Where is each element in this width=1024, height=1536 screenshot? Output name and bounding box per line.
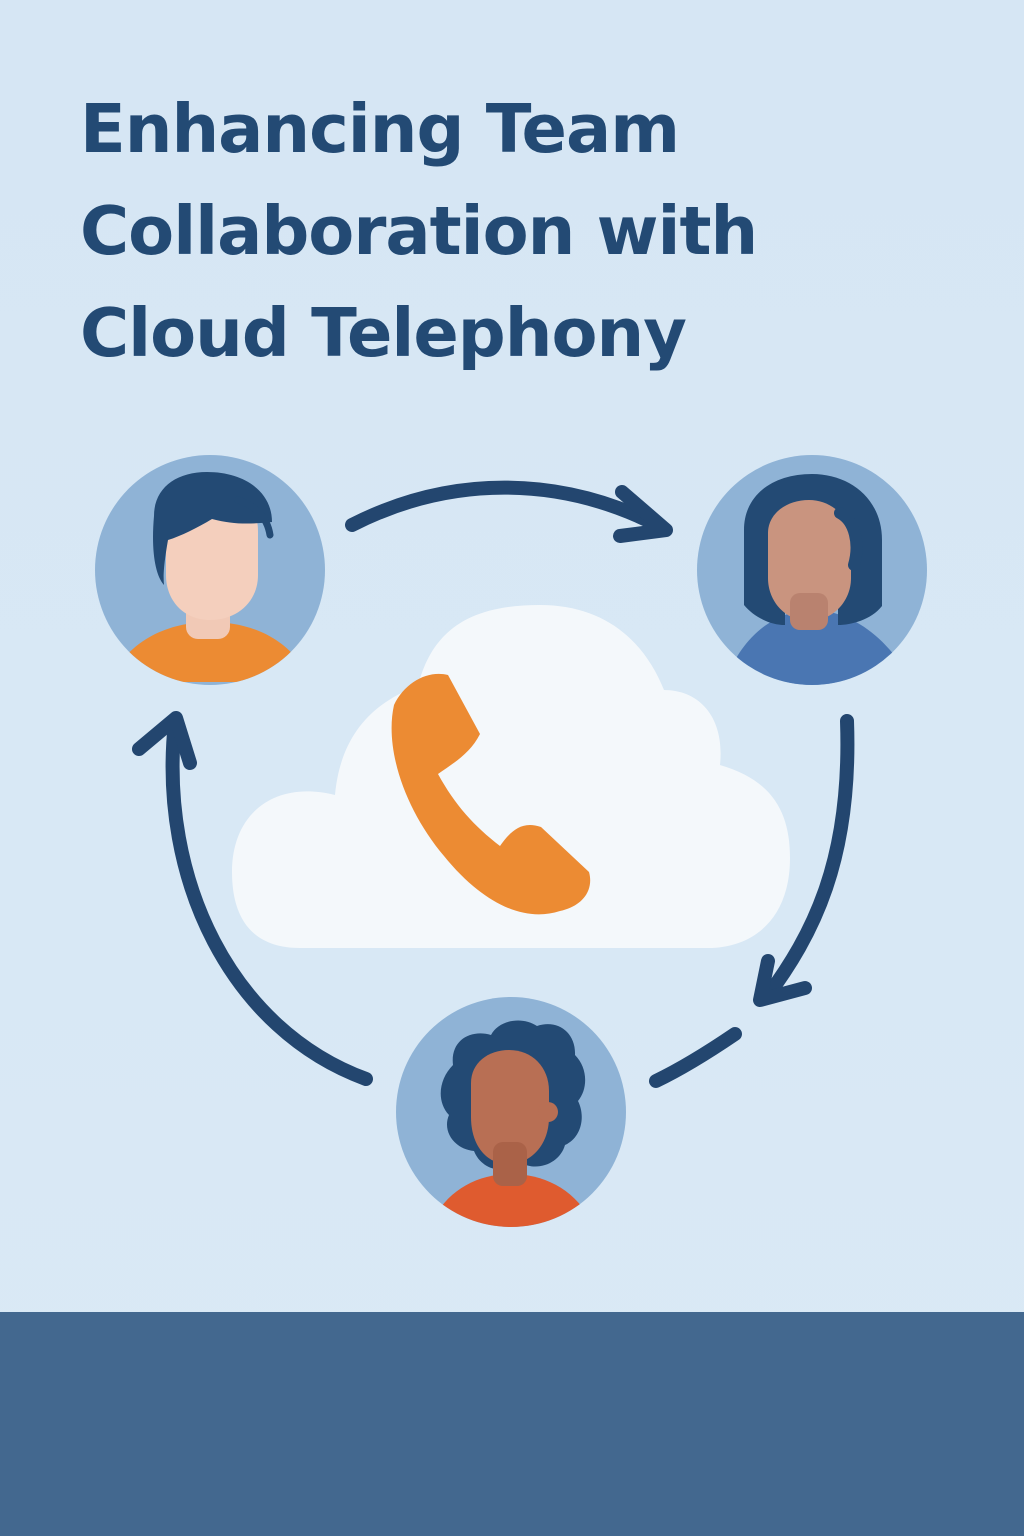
avatar-woman-bottom [396, 997, 626, 1227]
avatar-man [95, 455, 325, 685]
footer-band [0, 1312, 1024, 1536]
title-line-2: Collaboration with [80, 192, 758, 270]
title-line-3: Cloud Telephony [80, 294, 687, 372]
arrow-top-right [345, 480, 673, 543]
phone-icon [391, 673, 591, 915]
page-title: Enhancing Team Collaboration with Cloud … [80, 78, 960, 384]
arrow-bottom-right [649, 1027, 742, 1088]
collaboration-illustration [95, 455, 927, 1227]
arrow-left-up [132, 711, 373, 1086]
arrow-right-down [753, 714, 855, 1007]
cloud-icon [232, 605, 790, 948]
avatar-woman-top [697, 455, 927, 685]
title-line-1: Enhancing Team [80, 90, 680, 168]
